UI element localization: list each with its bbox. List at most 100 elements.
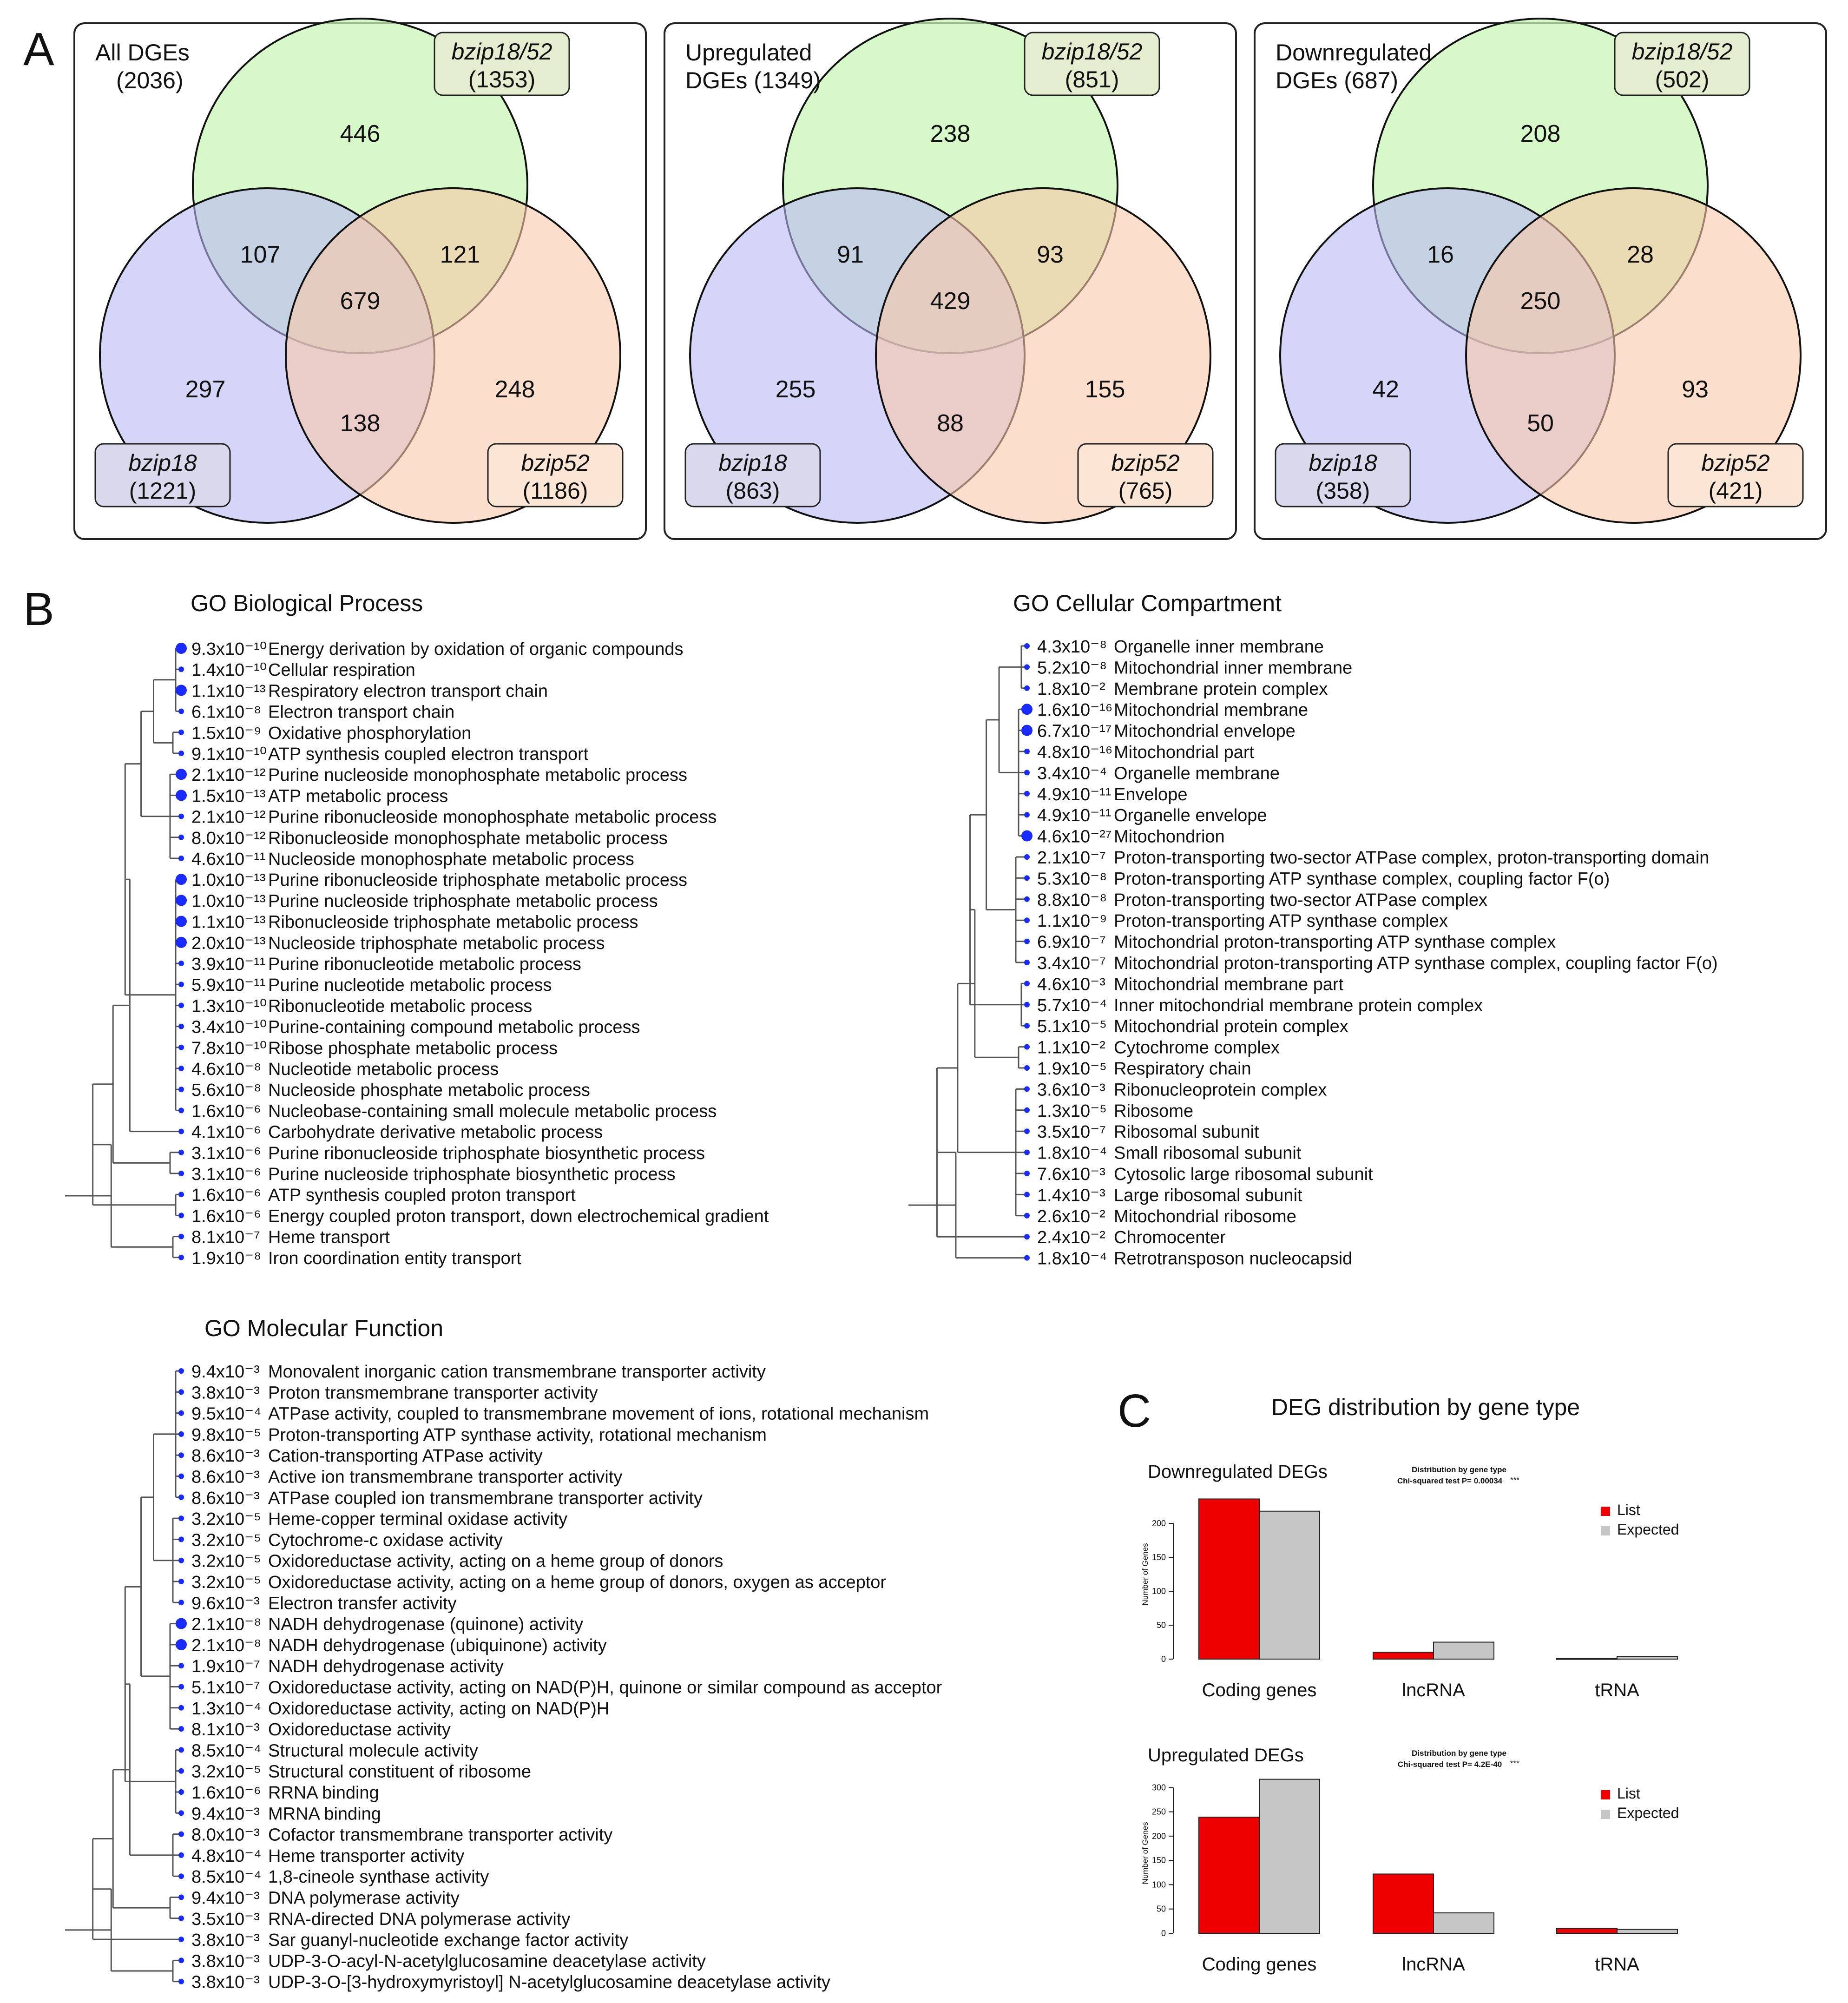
go-term-pvalue: 5.7x10⁻⁴ bbox=[1037, 996, 1107, 1015]
dendrogram bbox=[65, 1370, 181, 1983]
go-term-label: UDP-3-O-acyl-N-acetylglucosamine deacety… bbox=[268, 1951, 706, 1971]
go-significance-dot bbox=[1021, 725, 1033, 736]
y-tick-label: 100 bbox=[1152, 1880, 1166, 1889]
venn-region-left: 297 bbox=[185, 376, 226, 403]
go-significance-dot bbox=[1024, 1065, 1030, 1071]
go-term-label: Structural molecule activity bbox=[268, 1741, 478, 1760]
go-term-pvalue: 1.6x10⁻⁶ bbox=[191, 1186, 261, 1205]
go-significance-dot bbox=[178, 813, 184, 819]
go-term-pvalue: 1.0x10⁻¹³ bbox=[191, 891, 265, 911]
go-term-label: Energy derivation by oxidation of organi… bbox=[268, 639, 684, 659]
go-term-label: ATP synthesis coupled electron transport bbox=[268, 745, 589, 764]
go-term-label: Large ribosomal subunit bbox=[1114, 1186, 1302, 1205]
go-significance-dot bbox=[176, 1618, 187, 1629]
venn-0: All DGEs(2036)bzip18/52(1353)bzip18(1221… bbox=[73, 18, 647, 540]
venn-label-count: (1221) bbox=[129, 478, 197, 504]
chart-title: Upregulated DEGs bbox=[1148, 1745, 1304, 1766]
legend-swatch bbox=[1601, 1790, 1610, 1799]
go-significance-dot bbox=[1024, 770, 1030, 776]
go-significance-dot bbox=[178, 1087, 184, 1093]
go-term-pvalue: 9.5x10⁻⁴ bbox=[191, 1404, 261, 1424]
go-term-pvalue: 8.8x10⁻⁸ bbox=[1037, 890, 1107, 910]
go-significance-dot bbox=[1021, 830, 1033, 842]
venn-label-name: bzip52 bbox=[521, 450, 590, 476]
venn-label-name: bzip52 bbox=[1111, 450, 1180, 476]
go-term-label: Nucleoside monophosphate metabolic proce… bbox=[268, 850, 634, 869]
venn-title-count: DGEs (687) bbox=[1276, 67, 1398, 93]
go-term-pvalue: 1.0x10⁻¹³ bbox=[191, 870, 265, 890]
chart-test: Chi-squared test P= 0.00034 bbox=[1397, 1476, 1503, 1485]
y-tick-label: 150 bbox=[1152, 1553, 1166, 1562]
venn-label-top bbox=[1614, 32, 1750, 96]
go-significance-dot bbox=[1024, 854, 1030, 860]
go-significance-dot bbox=[178, 1663, 184, 1669]
go-significance-dot bbox=[178, 1107, 184, 1114]
go-significance-dot bbox=[1024, 1149, 1030, 1155]
go-term-label: Cytochrome complex bbox=[1114, 1038, 1280, 1058]
go-significance-dot bbox=[1024, 643, 1030, 649]
venn-label-left bbox=[684, 443, 821, 507]
go-significance-dot bbox=[1024, 1212, 1030, 1219]
go-significance-dot bbox=[176, 1639, 187, 1650]
panel-c-title: DEG distribution by gene type bbox=[1271, 1394, 1580, 1420]
go-term-label: Mitochondrial proton-transporting ATP sy… bbox=[1114, 954, 1718, 973]
go-significance-dot bbox=[176, 685, 187, 696]
venn-label-right bbox=[1077, 443, 1214, 507]
bar-list-1 bbox=[1373, 1652, 1434, 1660]
go-significance-dot bbox=[178, 1852, 184, 1858]
y-axis-label: Number of Genes bbox=[1141, 1822, 1150, 1884]
go-term-pvalue: 4.6x10⁻¹¹ bbox=[191, 850, 265, 869]
go-term-label: Respiratory electron transport chain bbox=[268, 681, 548, 701]
go-term-pvalue: 4.8x10⁻⁴ bbox=[191, 1846, 261, 1866]
go-term-label: Mitochondrial part bbox=[1114, 743, 1254, 762]
go-significance-dot bbox=[178, 1410, 184, 1416]
go-term-label: NADH dehydrogenase (quinone) activity bbox=[268, 1615, 583, 1634]
bar-expected-2 bbox=[1617, 1656, 1678, 1660]
y-tick-label: 150 bbox=[1152, 1856, 1166, 1865]
go-term-pvalue: 3.8x10⁻³ bbox=[191, 1973, 260, 1992]
go-term-pvalue: 1.3x10⁻¹⁰ bbox=[191, 996, 267, 1016]
go-term-label: Mitochondrial membrane bbox=[1114, 700, 1308, 720]
legend-swatch bbox=[1601, 1507, 1610, 1516]
go-term-pvalue: 8.5x10⁻⁴ bbox=[191, 1867, 261, 1887]
go-term-pvalue: 3.5x10⁻³ bbox=[191, 1910, 260, 1929]
go-term-label: Mitochondrial protein complex bbox=[1114, 1017, 1348, 1036]
venn-region-center: 429 bbox=[930, 288, 971, 315]
x-category-label: tRNA bbox=[1595, 1680, 1639, 1700]
go-significance-dot bbox=[178, 1128, 184, 1134]
go-term-pvalue: 2.6x10⁻² bbox=[1037, 1207, 1105, 1226]
go-term-label: Oxidoreductase activity, acting on a hem… bbox=[268, 1552, 723, 1571]
go-significance-dot bbox=[1024, 685, 1030, 691]
go-term-label: Oxidoreductase activity bbox=[268, 1720, 451, 1739]
venn-label-left bbox=[1275, 443, 1411, 507]
venn-panels: All DGEs(2036)bzip18/52(1353)bzip18(1221… bbox=[73, 18, 1827, 540]
go-significance-dot bbox=[1021, 704, 1033, 715]
go-term-label: Electron transfer activity bbox=[268, 1594, 456, 1613]
go-significance-dot bbox=[178, 1726, 184, 1732]
go-term-pvalue: 8.6x10⁻³ bbox=[191, 1468, 260, 1487]
legend-label: List bbox=[1617, 1785, 1640, 1802]
go-term-pvalue: 3.6x10⁻³ bbox=[1037, 1080, 1105, 1100]
go-significance-dot bbox=[178, 666, 184, 672]
go-significance-dot bbox=[178, 1192, 184, 1198]
go-term-pvalue: 3.1x10⁻⁶ bbox=[191, 1144, 261, 1163]
go-significance-dot bbox=[1024, 1023, 1030, 1029]
go-term-label: Envelope bbox=[1114, 785, 1187, 804]
venn-region-top: 208 bbox=[1520, 120, 1561, 147]
go-significance-dot bbox=[1024, 1192, 1030, 1198]
venn-region-left: 255 bbox=[776, 376, 816, 403]
go-term-label: Purine ribonucleoside triphosphate biosy… bbox=[268, 1144, 705, 1163]
go-significance-dot bbox=[178, 834, 184, 840]
go-term-label: Purine ribonucleoside triphosphate metab… bbox=[268, 870, 687, 890]
go-term-pvalue: 8.1x10⁻⁷ bbox=[191, 1228, 260, 1247]
go-significance-dot bbox=[178, 1002, 184, 1008]
go-term-label: Structural constituent of ribosome bbox=[268, 1762, 531, 1782]
venn-label-name: bzip18/52 bbox=[1632, 39, 1733, 65]
go-term-pvalue: 1.3x10⁻⁵ bbox=[1037, 1101, 1107, 1121]
go-term-pvalue: 2.1x10⁻⁸ bbox=[191, 1615, 261, 1634]
y-tick-label: 0 bbox=[1161, 1654, 1166, 1664]
